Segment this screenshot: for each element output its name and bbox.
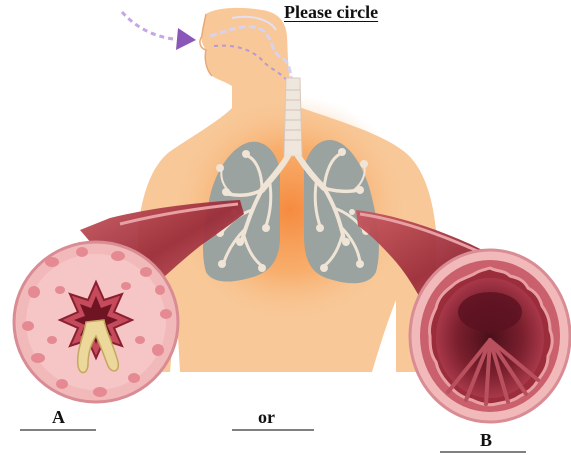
choice-a-label[interactable]: A: [52, 407, 65, 428]
cross-section-b: [410, 250, 570, 422]
or-label: or: [258, 407, 275, 428]
inhale-arrow-head: [176, 28, 196, 50]
choice-b-label[interactable]: B: [480, 430, 492, 451]
cross-section-a: [14, 242, 178, 402]
title-instruction: Please circle: [284, 2, 378, 23]
